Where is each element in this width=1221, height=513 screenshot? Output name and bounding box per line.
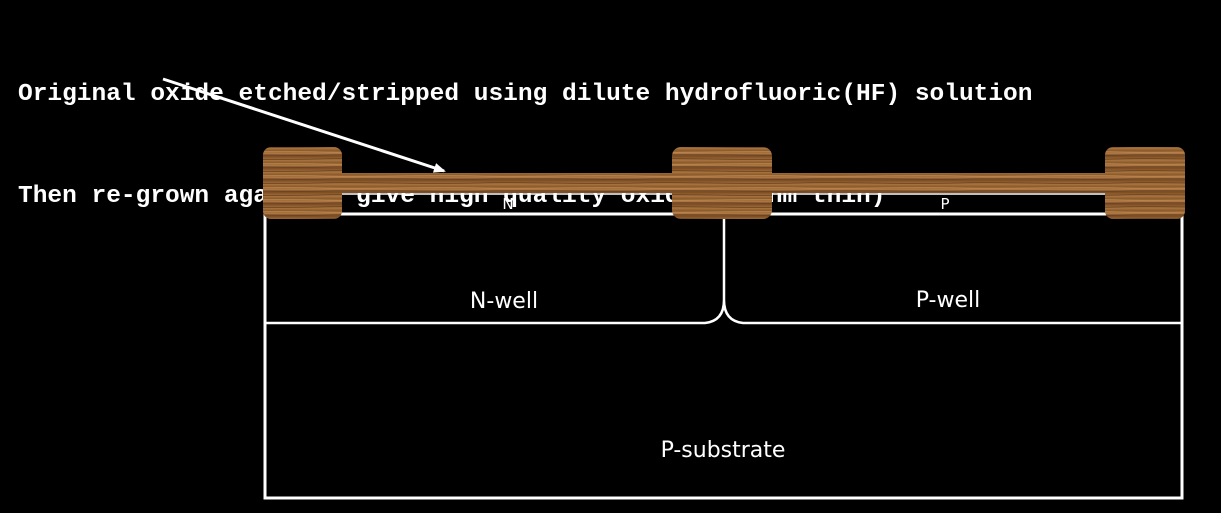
p-region-label: P	[940, 195, 949, 213]
caption-line-1: Original oxide etched/stripped using dil…	[18, 81, 1033, 108]
field-oxide-right	[1105, 147, 1185, 219]
p-well-label: P-well	[916, 288, 980, 313]
field-oxide-middle	[672, 147, 772, 219]
field-oxide-left	[263, 147, 342, 219]
well-boundary	[265, 216, 1182, 325]
substrate-label: P-substrate	[661, 438, 786, 463]
caption: Original oxide etched/stripped using dil…	[18, 10, 1032, 248]
pointer-arrow	[162, 77, 446, 173]
n-well-label: N-well	[470, 289, 538, 314]
n-region-label: N	[502, 195, 513, 213]
